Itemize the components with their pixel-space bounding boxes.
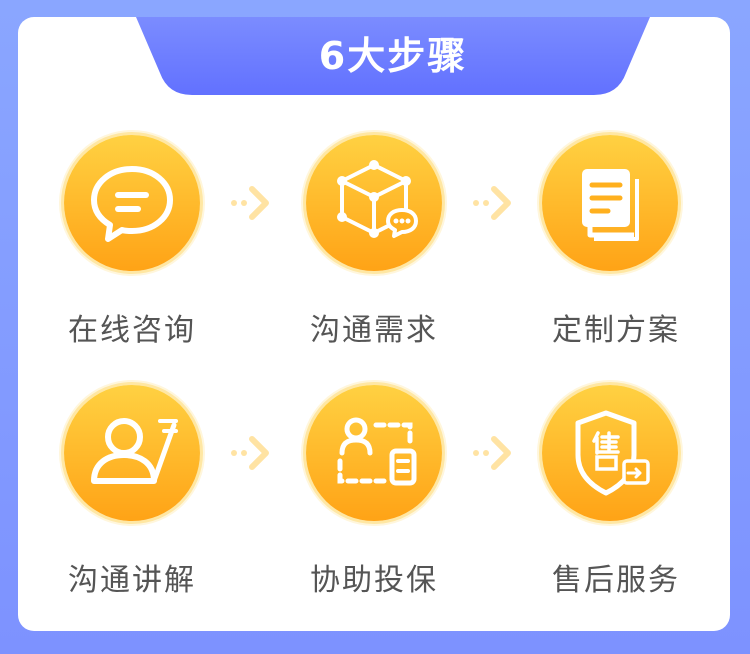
step-label: 协助投保 (310, 563, 438, 598)
step-online-consult[interactable]: 在线咨询 (32, 135, 232, 348)
chat-bubble-icon (91, 166, 173, 242)
step-icon-circle (306, 385, 442, 521)
cube-chat-icon (337, 160, 418, 238)
step-icon-circle (542, 135, 678, 271)
chevron-right-icon (231, 186, 269, 220)
chevron-right-icon (473, 186, 511, 220)
step-icon-circle (306, 135, 442, 271)
step-label: 沟通讲解 (68, 563, 196, 598)
step-label: 定制方案 (552, 313, 680, 348)
steps-card: 6大步骤 在线咨询 (18, 17, 730, 631)
step-custom-plan[interactable]: 定制方案 (516, 135, 716, 348)
step-label: 在线咨询 (68, 313, 196, 348)
step-icon-circle (64, 385, 200, 521)
step-after-sales[interactable]: 售后服务 (516, 385, 716, 598)
shield-service-icon (575, 410, 650, 496)
document-stack-icon (582, 169, 639, 241)
step-icon-circle (64, 135, 200, 271)
step-assist-insure[interactable]: 协助投保 (274, 385, 474, 598)
step-label: 售后服务 (552, 563, 680, 598)
person-presentation-icon (91, 418, 178, 484)
step-label: 沟通需求 (310, 313, 438, 348)
step-explain[interactable]: 沟通讲解 (32, 385, 232, 598)
chevron-right-icon (473, 436, 511, 470)
banner-shape (136, 17, 650, 95)
chevron-right-icon (231, 436, 269, 470)
step-discuss-needs[interactable]: 沟通需求 (274, 135, 474, 348)
page-title: 6大步骤 (318, 34, 468, 78)
step-icon-circle (542, 385, 678, 521)
person-form-icon (337, 417, 417, 486)
title-banner: 6大步骤 (136, 17, 650, 95)
